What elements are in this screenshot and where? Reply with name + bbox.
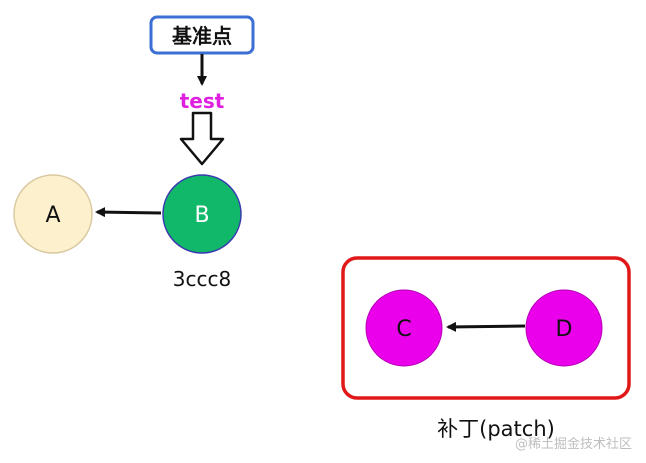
patch-caption: 补丁(patch) (437, 417, 555, 441)
commit-c: C (365, 289, 443, 367)
commit-d: D (525, 289, 603, 367)
commit-b-label: B (194, 203, 209, 228)
commit-d-label: D (556, 317, 573, 342)
patch-box: C D (341, 256, 631, 400)
baseline-label-text: 基准点 (172, 24, 232, 48)
commit-b-hash: 3ccc8 (173, 267, 231, 291)
commit-d-circle (525, 289, 603, 367)
commit-b: B (162, 174, 242, 254)
arrow-d-to-c (446, 321, 526, 332)
arrow-b-to-a (95, 207, 162, 218)
branch-label: test (180, 89, 225, 113)
baseline-label-box: 基准点 (149, 15, 255, 55)
commit-a: A (13, 174, 93, 254)
branch-pointer-arrow (179, 111, 225, 166)
patch-box-border (341, 256, 631, 400)
baseline-label-border (149, 15, 255, 55)
commit-c-circle (365, 289, 443, 367)
watermark: @稀土掘金技术社区 (515, 436, 632, 452)
commit-b-circle (162, 174, 242, 254)
commit-a-circle (13, 174, 93, 254)
commit-a-label: A (45, 203, 60, 228)
commit-c-label: C (396, 317, 411, 342)
